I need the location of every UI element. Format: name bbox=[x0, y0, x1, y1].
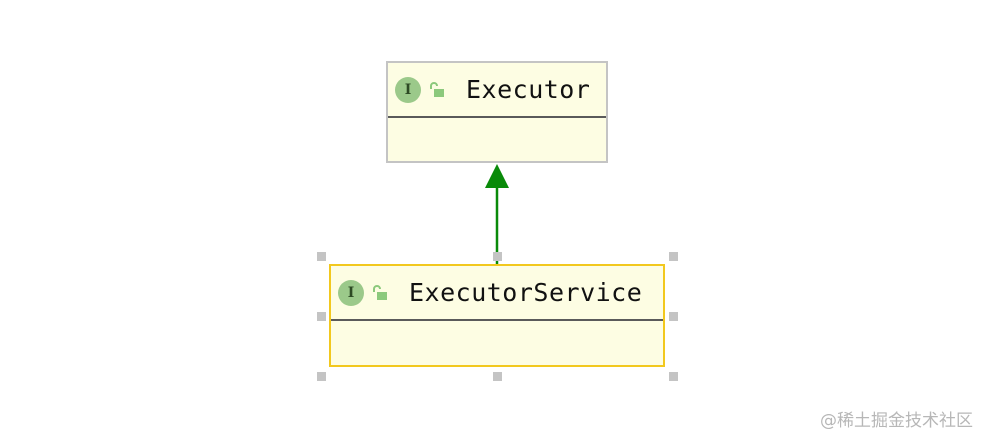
arrowhead-icon bbox=[485, 164, 509, 188]
resize-handle-top-left[interactable] bbox=[317, 252, 326, 261]
watermark: @稀土掘金技术社区 bbox=[820, 411, 973, 431]
resize-handle-top-center[interactable] bbox=[493, 252, 502, 261]
node-header: I ExecutorService bbox=[331, 266, 663, 321]
resize-handle-bottom-right[interactable] bbox=[669, 372, 678, 381]
class-name: ExecutorService bbox=[409, 278, 643, 307]
interface-badge-icon: I bbox=[338, 279, 364, 306]
resize-handle-middle-right[interactable] bbox=[669, 312, 678, 321]
class-name: Executor bbox=[466, 75, 591, 104]
class-node-executorservice[interactable]: I ExecutorService bbox=[329, 264, 665, 367]
node-header: I Executor bbox=[388, 63, 606, 118]
interface-badge-icon: I bbox=[395, 76, 421, 103]
resize-handle-middle-left[interactable] bbox=[317, 312, 326, 321]
class-node-executor[interactable]: I Executor bbox=[386, 61, 608, 163]
resize-handle-top-right[interactable] bbox=[669, 252, 678, 261]
unlocked-lock-icon bbox=[371, 284, 389, 302]
resize-handle-bottom-center[interactable] bbox=[493, 372, 502, 381]
resize-handle-bottom-left[interactable] bbox=[317, 372, 326, 381]
unlocked-lock-icon bbox=[428, 81, 446, 99]
